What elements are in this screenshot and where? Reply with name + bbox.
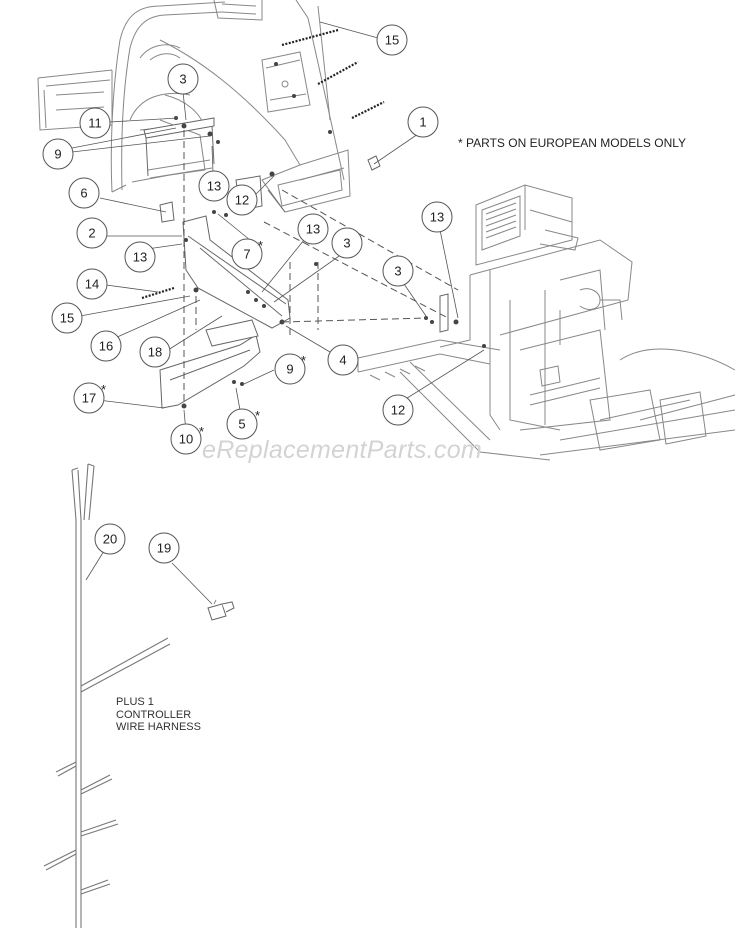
callout-label: 12 [391, 403, 405, 418]
switch-part-drawing [207, 599, 235, 621]
callout-12-bottom: 12 [382, 394, 414, 426]
callout-4: 4 [327, 344, 359, 376]
callout-3-top: 3 [167, 63, 199, 95]
callout-label: 14 [85, 277, 99, 292]
callout-label: 10 [179, 432, 193, 447]
callout-label: 19 [157, 541, 171, 556]
callout-11: 11 [79, 107, 111, 139]
callout-label: 7 [243, 247, 250, 262]
callout-1: 1 [407, 106, 439, 138]
european-marker: * [199, 424, 204, 439]
callout-15-left: 15 [51, 302, 83, 334]
european-marker: * [101, 382, 106, 397]
callout-3-mid: 3 [331, 227, 363, 259]
rods-drawing [141, 28, 385, 300]
callout-label: 13 [133, 250, 147, 265]
callout-19: 19 [148, 532, 180, 564]
callout-label: 4 [339, 353, 346, 368]
callout-13-right: 13 [421, 201, 453, 233]
frame-assembly-drawing [357, 184, 736, 461]
callout-label: 13 [306, 222, 320, 237]
callout-label: 11 [88, 116, 102, 131]
european-marker: * [258, 238, 263, 253]
callout-label: 2 [88, 226, 95, 241]
callout-label: 5 [238, 417, 245, 432]
callout-16: 16 [90, 330, 122, 362]
callout-label: 15 [60, 311, 74, 326]
callout-label: 16 [99, 339, 113, 354]
callout-15-top: 15 [376, 24, 408, 56]
callout-20: 20 [94, 523, 126, 555]
callout-label: 9 [286, 362, 293, 377]
callout-13-a: 13 [198, 170, 230, 202]
callout-12-top: 12 [226, 184, 258, 216]
callout-label: 3 [179, 72, 186, 87]
harness-label-line: WIRE HARNESS [116, 721, 201, 733]
callout-label: 13 [207, 179, 221, 194]
callout-10: 10 [170, 423, 202, 455]
harness-label-line: PLUS 1 [116, 696, 154, 708]
callout-14: 14 [76, 268, 108, 300]
leader-lines [71, 21, 485, 605]
callout-label: 17 [82, 391, 96, 406]
callout-label: 9 [54, 147, 61, 162]
wire-harness-label: PLUS 1 CONTROLLER WIRE HARNESS [116, 696, 201, 734]
european-marker: * [301, 353, 306, 368]
callout-9-mid: 9 [274, 353, 306, 385]
callout-3-right: 3 [382, 255, 414, 287]
callout-6: 6 [68, 177, 100, 209]
european-marker: * [255, 408, 260, 423]
watermark: eReplacementParts.com [202, 436, 483, 464]
callout-label: 3 [394, 264, 401, 279]
callout-9-left: 9 [42, 138, 74, 170]
callout-17: 17 [73, 382, 105, 414]
callout-label: 18 [148, 345, 162, 360]
callout-label: 20 [103, 532, 117, 547]
callout-label: 6 [80, 186, 87, 201]
callout-label: 3 [343, 236, 350, 251]
callout-13-b: 13 [124, 241, 156, 273]
callout-7: 7 [231, 238, 263, 270]
callout-label: 1 [419, 115, 426, 130]
harness-label-line: CONTROLLER [116, 708, 192, 721]
callout-label: 13 [430, 210, 444, 225]
callout-18: 18 [139, 336, 171, 368]
european-models-note: * PARTS ON EUROPEAN MODELS ONLY [458, 136, 687, 150]
callout-13-c: 13 [297, 213, 329, 245]
wire-harness-drawing [43, 463, 171, 928]
callout-5: 5 [226, 408, 258, 440]
callout-label: 12 [235, 193, 249, 208]
callout-label: 15 [385, 33, 399, 48]
callout-2: 2 [76, 217, 108, 249]
